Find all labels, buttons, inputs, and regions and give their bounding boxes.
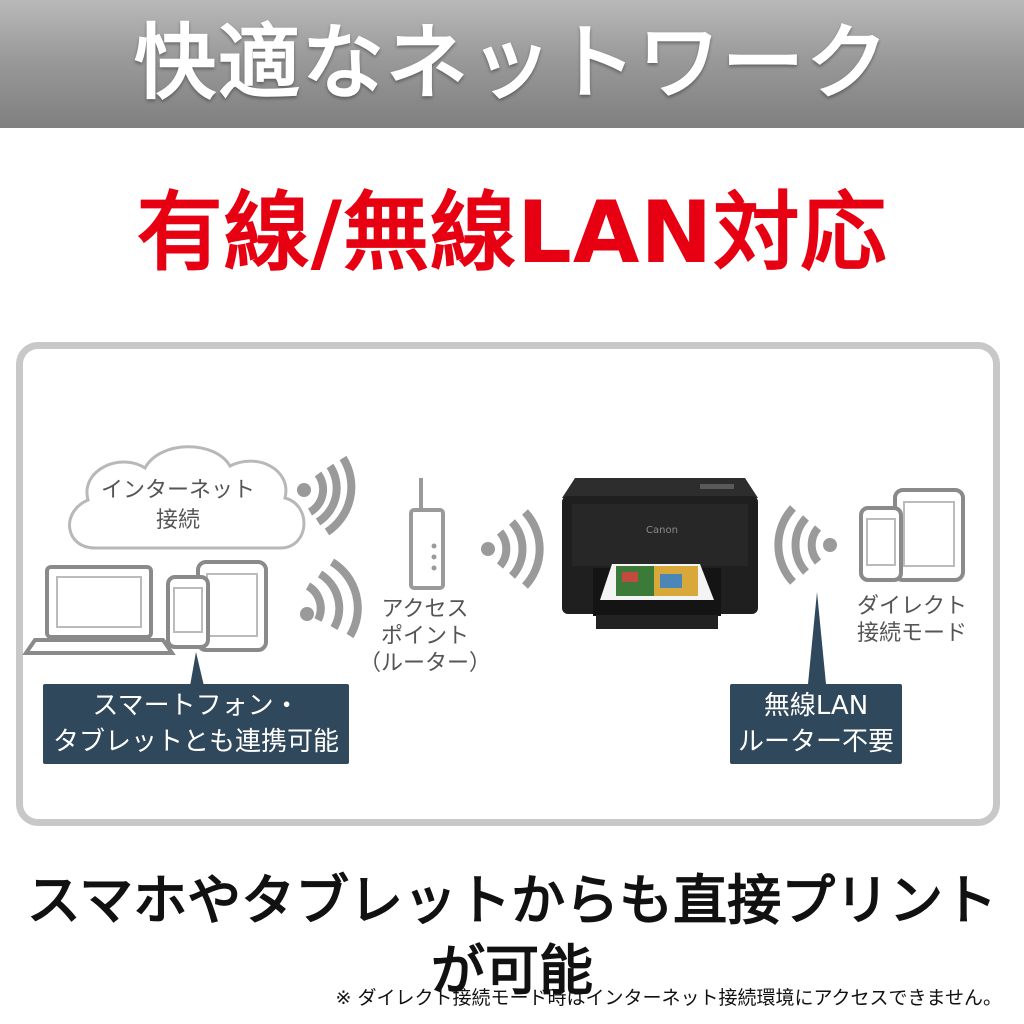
- cloud-label-line1: インターネット: [101, 478, 255, 503]
- headline: 有線/無線LAN対応: [136, 183, 888, 283]
- smartphone-icon: [166, 575, 210, 649]
- wifi-waves-icon: [774, 505, 837, 585]
- smartphone-icon: [859, 506, 903, 582]
- callout-smartphone-tablet: スマートフォン・ タブレットとも連携可能: [43, 684, 349, 764]
- wifi-waves-icon: [300, 558, 362, 639]
- printer-brand-logo: Canon: [646, 525, 678, 536]
- laptop-icon: [22, 565, 176, 655]
- access-point-label-line3: （ルーター）: [359, 651, 491, 676]
- direct-mode-label-line2: 接続モード: [857, 621, 967, 646]
- cloud-label-line2: 接続: [156, 508, 200, 533]
- footer-headline: スマホやタブレットからも直接プリントが可能: [26, 869, 998, 1002]
- wifi-waves-icon: [481, 509, 544, 589]
- callout-right-line2: ルーター不要: [737, 727, 894, 757]
- access-point-label-line1: アクセス: [382, 597, 469, 622]
- printer-icon: [562, 478, 758, 629]
- cloud-icon: [68, 445, 306, 550]
- footnote: ※ ダイレクト接続モード時はインターネット接続環境にアクセスできません。: [335, 987, 1002, 1009]
- router-icon: [409, 478, 445, 590]
- printed-photo: [600, 564, 714, 600]
- header-band: [0, 0, 1024, 128]
- callout-pointer-right: [808, 592, 826, 684]
- callout-no-router: 無線LAN ルーター不要: [730, 684, 902, 764]
- wifi-waves-icon: [297, 455, 356, 536]
- callout-right-line1: 無線LAN: [763, 691, 869, 721]
- callout-pointer-left: [190, 652, 204, 686]
- page-title: 快適なネットワーク: [133, 16, 890, 111]
- access-point-label-line2: ポイント: [381, 624, 469, 649]
- direct-mode-label-line1: ダイレクト: [857, 594, 967, 619]
- callout-left-line1: スマートフォン・: [92, 691, 300, 721]
- callout-left-line2: タブレットとも連携可能: [52, 727, 339, 757]
- tablet-icon: [893, 488, 965, 582]
- tablet-icon: [196, 560, 268, 652]
